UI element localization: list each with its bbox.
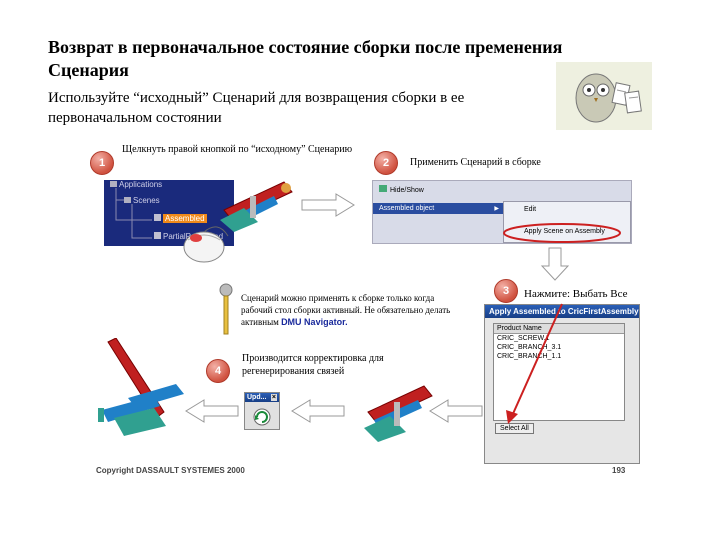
flow-arrow-left <box>185 399 239 423</box>
mouse-icon <box>183 226 229 263</box>
step-1-caption: Щелкнуть правой кнопкой по “исходному” С… <box>122 144 353 155</box>
jack-assembly-image <box>220 181 293 232</box>
tree-folder-icon <box>124 197 131 203</box>
submenu-arrow-icon: ▶ <box>494 206 499 212</box>
step-1-badge: 1 <box>90 151 114 175</box>
update-toolbar: Upd...× <box>244 392 280 430</box>
list-item[interactable]: CRIC_SCREW.1 <box>497 335 550 342</box>
update-toolbar-title: Upd...× <box>245 393 279 402</box>
product-list: Product Name CRIC_SCREW.1 CRIC_BRANCH_3.… <box>493 323 625 421</box>
flow-arrow-right <box>301 193 355 217</box>
select-all-button[interactable]: Select All <box>495 423 534 434</box>
pushpin-icon <box>219 283 233 335</box>
scene-icon <box>154 214 161 221</box>
step-3-caption: Нажмите: Выбать Все <box>524 288 628 300</box>
update-icon[interactable] <box>251 407 273 427</box>
hide-show-icon <box>379 185 387 192</box>
pointer-arrow <box>506 303 563 424</box>
page-title: Возврат в первоначальное состояние сборк… <box>48 37 563 80</box>
flow-arrow-left <box>291 399 345 423</box>
step-2-caption: Применить Сценарий в сборке <box>410 157 541 168</box>
tree-connector-lines <box>115 188 152 239</box>
list-header-product-name[interactable]: Product Name <box>494 324 624 334</box>
footer-copyright: Copyright DASSAULT SYSTEMES 2000 <box>96 466 245 475</box>
step-4-badge: 4 <box>206 359 230 383</box>
footer-page-number: 193 <box>612 466 626 475</box>
submenu: Edit Apply Scene on Assembly <box>503 201 631 243</box>
step-3-badge: 3 <box>494 279 518 303</box>
menu-item-hide-show[interactable]: Hide/Show <box>373 183 505 196</box>
jack-assembly-restored-image <box>98 338 184 436</box>
list-item[interactable]: CRIC_BRANCH_1.1 <box>497 353 562 360</box>
note-body: Сценарий можно применять к сборке только… <box>241 293 451 327</box>
apply-scene-dialog: Apply Assembled to CricFirstAssembly Pro… <box>484 304 640 464</box>
owl-reading-icon <box>575 73 642 123</box>
tree-node-assembled[interactable]: Assembled <box>154 214 207 223</box>
note-text: Сценарий можно применять к сборке только… <box>241 292 463 328</box>
scene-icon <box>154 232 161 239</box>
flow-arrow-down <box>540 247 570 281</box>
list-item[interactable]: CRIC_BRANCH_3.1 <box>497 344 562 351</box>
dialog-title-bar: Apply Assembled to CricFirstAssembly <box>485 305 639 318</box>
jack-assembly-image <box>364 385 433 442</box>
tree-node-applications[interactable]: Applications <box>110 180 162 189</box>
menu-item-assembled-object[interactable]: Assembled object ▶ <box>373 203 505 214</box>
step-2-badge: 2 <box>374 151 398 175</box>
menu-item-edit[interactable]: Edit <box>524 206 537 213</box>
note-highlight: DMU Navigator. <box>281 317 348 327</box>
page-subtitle: Используйте “исходный” Сценарий для возв… <box>48 90 465 126</box>
close-icon[interactable]: × <box>270 394 277 401</box>
tree-folder-icon <box>110 181 117 187</box>
clipart-illustration <box>556 62 652 130</box>
tree-node-scenes[interactable]: Scenes <box>124 196 160 205</box>
highlight-ellipse <box>503 223 621 243</box>
menu-item-apply-scene[interactable]: Apply Scene on Assembly <box>524 228 605 235</box>
context-menu: Hide/Show Assembled object ▶ Edit Apply … <box>372 180 632 244</box>
flow-arrow-left <box>429 399 483 423</box>
step-4-caption: Производится корректировка для регенерир… <box>242 353 384 377</box>
